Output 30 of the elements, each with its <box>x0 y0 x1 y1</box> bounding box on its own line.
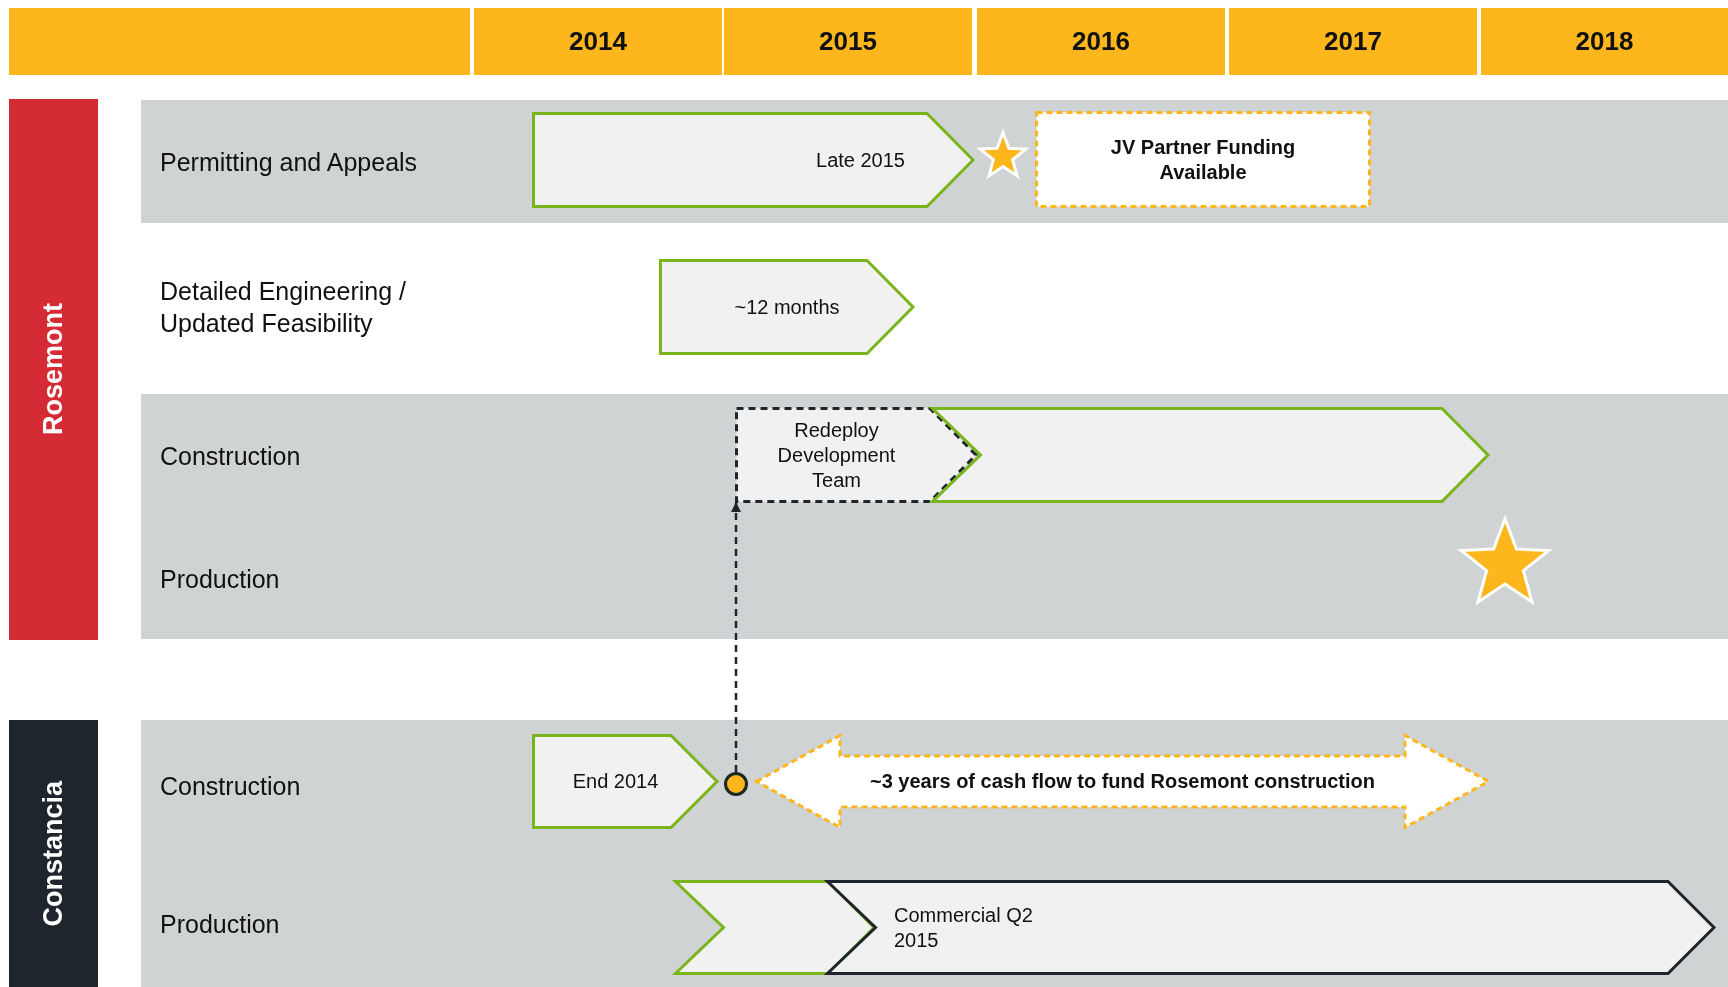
dashed-arrow <box>731 502 741 772</box>
chevron-label: Commercial Q2 2015 <box>894 902 1034 953</box>
milestone-star <box>1457 516 1553 608</box>
row-label: Construction <box>160 441 302 472</box>
year-label: 2016 <box>1072 26 1130 57</box>
row-label: Production <box>160 564 281 595</box>
chevron-label: End 2014 <box>572 769 659 794</box>
year-label: 2018 <box>1575 26 1634 57</box>
row-label: Production <box>160 909 281 940</box>
timeline-bar <box>659 259 915 355</box>
section-label: Constancia <box>38 780 69 927</box>
milestone-star <box>977 130 1029 180</box>
row-label: Detailed Engineering / Updated Feasibility <box>160 276 407 339</box>
timeline-bar <box>532 112 975 208</box>
milestone-box <box>1035 111 1371 208</box>
section-band <box>9 99 98 640</box>
chevron-label: Late 2015 <box>816 147 905 173</box>
section-label: Rosemont <box>38 303 69 436</box>
chevron-label: ~3 years of cash flow to fund Rosemont construction <box>869 769 1376 794</box>
chevron-label: ~12 months <box>733 294 841 320</box>
section-band <box>9 720 98 987</box>
year-label: 2015 <box>819 26 877 57</box>
double-arrow-banner <box>755 734 1490 829</box>
row-label: Permitting and Appeals <box>160 147 419 178</box>
timeline-bar <box>674 880 876 975</box>
year-label: 2017 <box>1324 26 1382 57</box>
chevron-label: JV Partner Funding Available <box>1109 134 1297 185</box>
chevron-label: Redeploy Development Team <box>776 417 897 493</box>
year-label: 2014 <box>569 26 627 57</box>
row-label: Construction <box>160 771 302 802</box>
